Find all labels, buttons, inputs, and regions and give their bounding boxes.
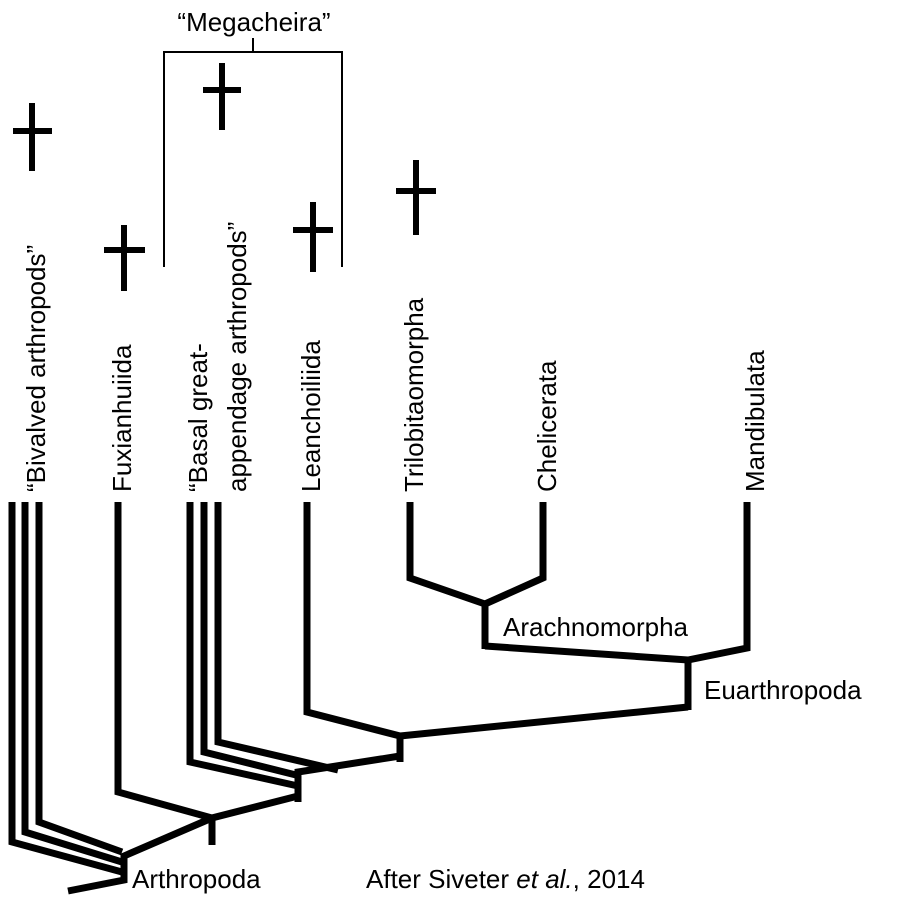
tree-branches [8, 502, 751, 895]
branch-bivalved-2 [21, 502, 124, 866]
citation-suffix: , 2014 [573, 864, 645, 894]
branch-basal-1 [186, 502, 299, 790]
branch-chelicerata [483, 502, 547, 608]
taxon-label-basal-line2: appendage arthropods” [222, 222, 252, 492]
dagger-icon [203, 63, 241, 130]
megacheira-bracket [163, 38, 343, 267]
citation: After Siveter et al., 2014 [366, 864, 645, 894]
citation-prefix: After Siveter [366, 864, 516, 894]
node-label-arachnomorpha: Arachnomorpha [503, 612, 689, 642]
taxon-label-leanchoiliida: Leanchoiliida [296, 340, 326, 492]
taxon-label-basal-line1: “Basal great- [183, 343, 213, 492]
taxon-label-chelicerata: Chelicerata [532, 360, 562, 492]
dagger-icon [13, 103, 52, 171]
taxon-label-fuxianhuiida: Fuxianhuiida [107, 344, 137, 492]
branch-basal-2 [200, 502, 301, 780]
node-label-euarthropoda: Euarthropoda [704, 675, 862, 705]
branch-euarthropoda-stem [399, 703, 689, 740]
branch-basal-node [294, 752, 401, 802]
dagger-icon [104, 225, 145, 291]
branch-leanchoiliida [303, 502, 404, 762]
citation-italic: et al. [516, 864, 572, 894]
dagger-icon [396, 160, 436, 235]
branch-fuxianhuiida [114, 502, 216, 845]
branch-bivalved-1 [8, 502, 123, 876]
branch-mandibulata [484, 502, 751, 664]
megacheira-label: “Megacheira” [177, 7, 330, 37]
taxon-label-mandibulata: Mandibulata [740, 350, 770, 492]
taxon-label-bivalved: “Bivalved arthropods” [21, 245, 51, 492]
branch-root [67, 792, 299, 895]
branch-basal-3 [214, 502, 339, 774]
taxon-label-trilobitomorpha: Trilobitaomorpha [399, 297, 429, 492]
branch-trilobitomorpha [406, 502, 487, 608]
branch-bivalved-3 [35, 502, 124, 856]
dagger-icon [293, 202, 333, 272]
node-label-arthropoda: Arthropoda [132, 864, 261, 894]
